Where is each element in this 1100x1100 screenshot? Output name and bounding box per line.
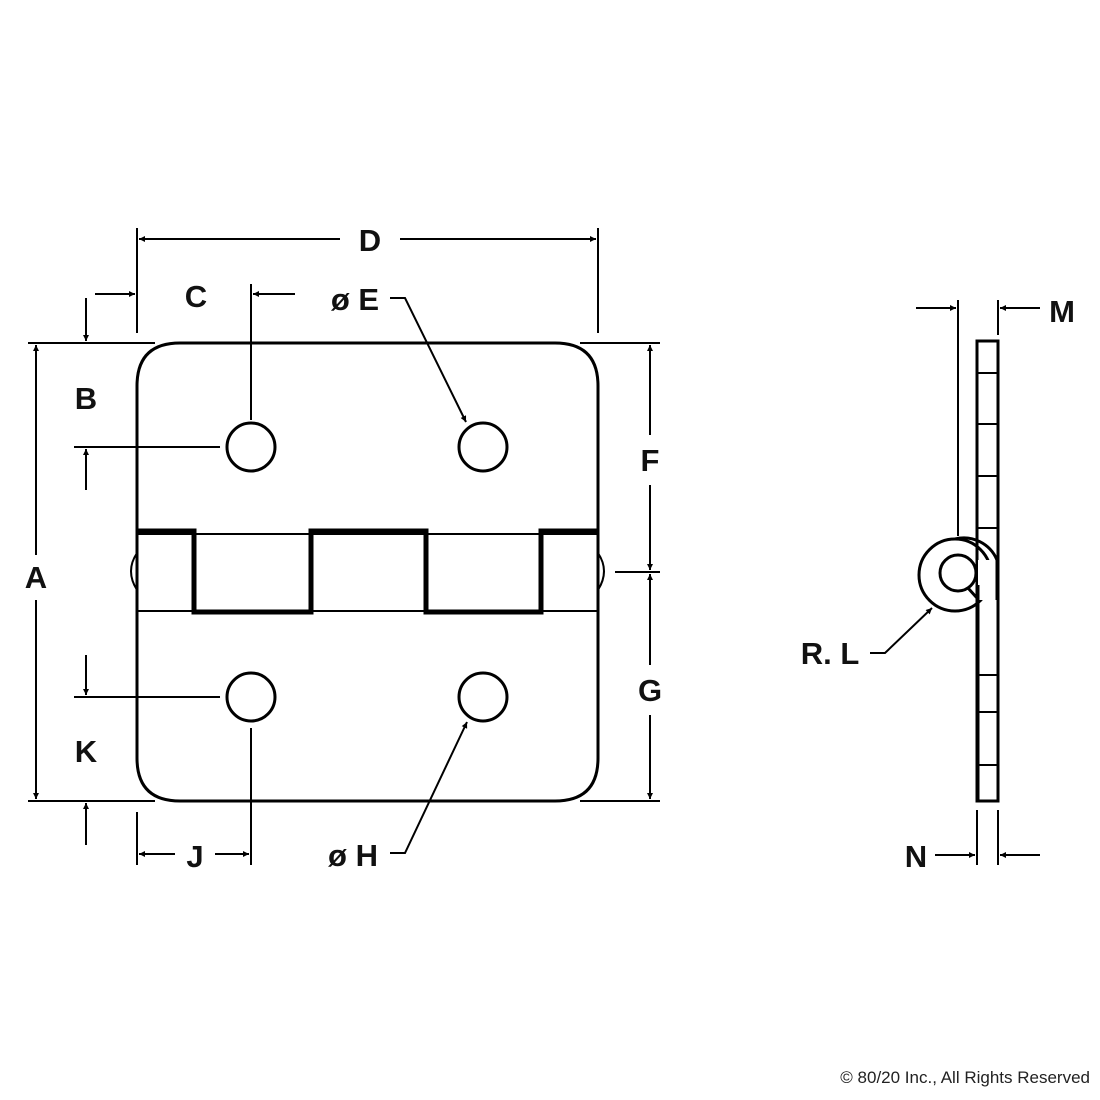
label-m: M <box>1049 294 1075 329</box>
label-l: R. L <box>801 636 860 671</box>
label-c: C <box>185 279 207 314</box>
label-a: A <box>25 560 47 595</box>
hole-top-left <box>225 421 277 473</box>
copyright-notice: © 80/20 Inc., All Rights Reserved <box>840 1068 1090 1087</box>
knuckle-top-left <box>137 528 598 615</box>
side-view <box>870 300 1040 865</box>
label-h: ø H <box>328 838 378 873</box>
dimensions <box>28 228 660 865</box>
hole-bottom-left <box>225 671 277 723</box>
label-g: G <box>638 673 662 708</box>
label-k: K <box>75 734 98 769</box>
hinge-outline <box>135 341 600 803</box>
label-j: J <box>186 839 203 874</box>
label-n: N <box>905 839 927 874</box>
label-f: F <box>641 443 660 478</box>
label-b: B <box>75 381 97 416</box>
label-d: D <box>359 223 381 258</box>
front-view <box>130 341 605 803</box>
label-e: ø E <box>331 282 379 317</box>
hole-top-right <box>457 421 509 473</box>
hole-bottom-right <box>457 671 509 723</box>
